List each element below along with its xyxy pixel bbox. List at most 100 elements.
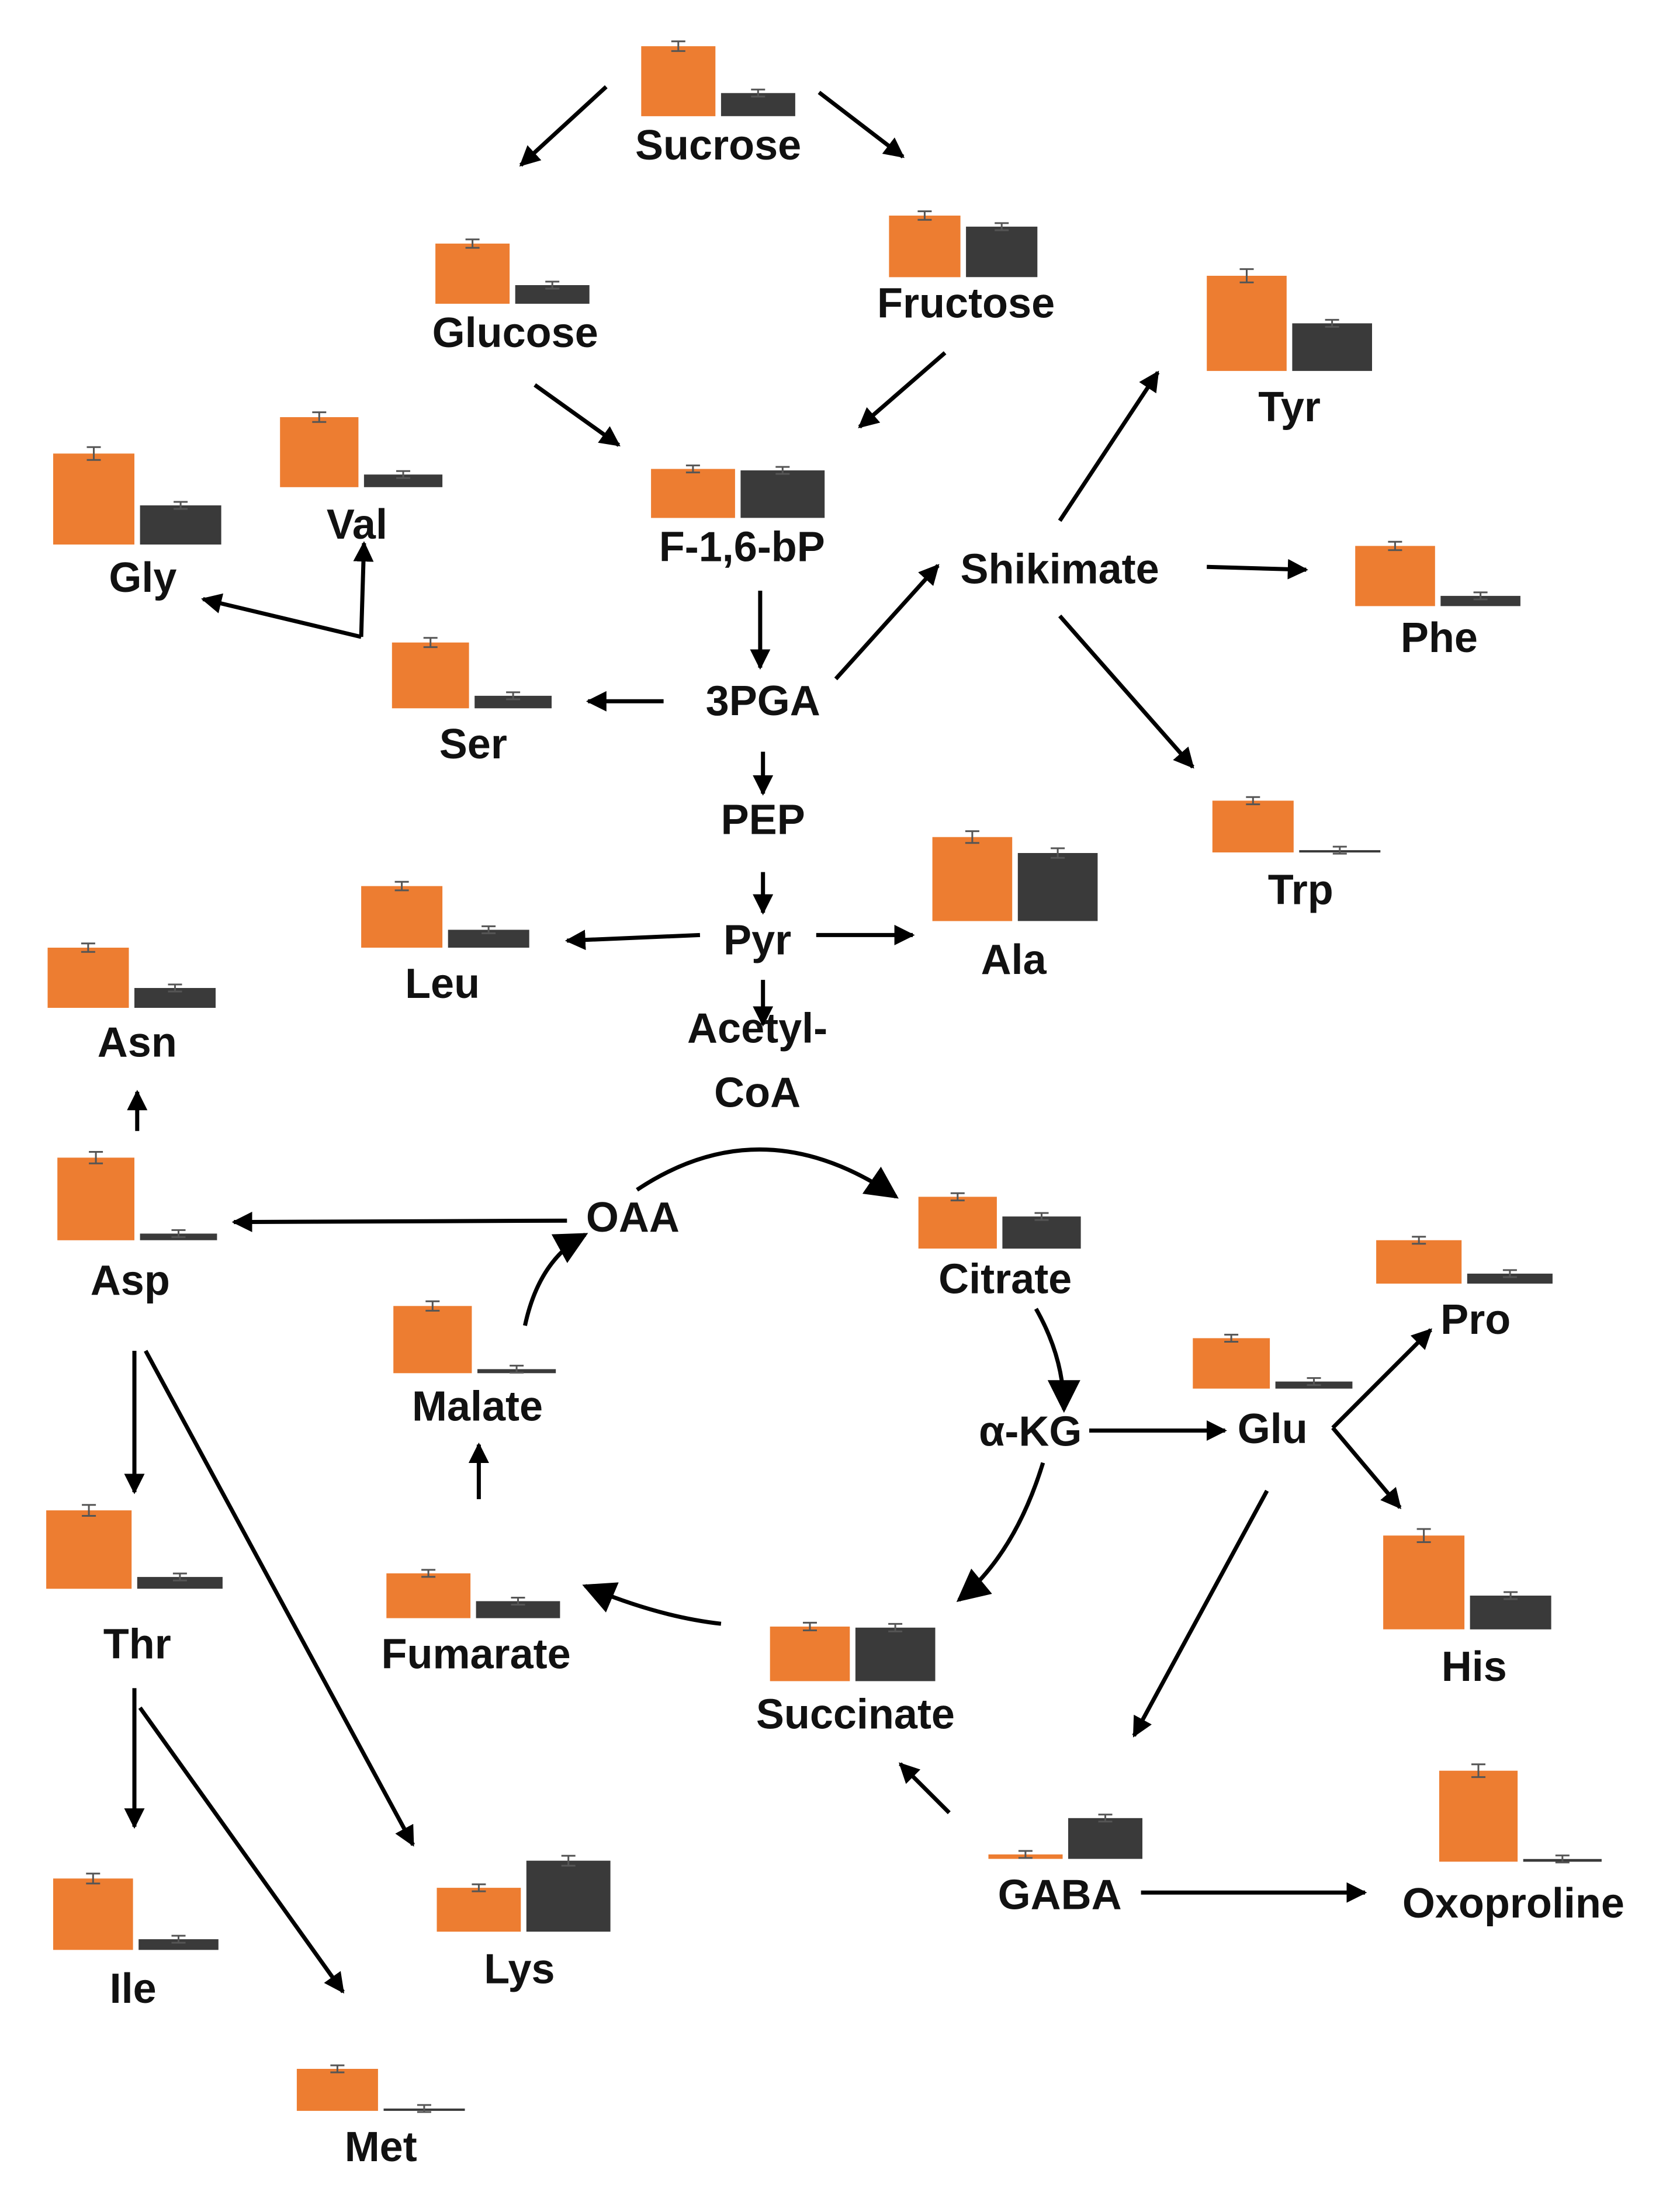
edge-oaa-to-asp [231, 1211, 567, 1232]
error-bar-fumarate-series-1 [421, 1569, 436, 1578]
node-label-pep: PEP [721, 797, 805, 844]
bar-phe-series-1 [1355, 546, 1435, 606]
edge-ser-to-gly [200, 593, 362, 639]
bar-thr-series-2 [137, 1577, 223, 1589]
error-bar-oxoproline-series-1 [1471, 1763, 1485, 1778]
error-bar-asn-series-1 [81, 942, 95, 953]
error-bar-sucrose-series-2 [751, 88, 765, 98]
error-bar-his-series-1 [1416, 1528, 1431, 1543]
error-bar-his-series-2 [1504, 1591, 1518, 1600]
edge-akg-to-succinate [956, 1462, 1045, 1602]
bar-his-series-2 [1470, 1596, 1551, 1629]
bar-sucrose-series-1 [641, 46, 716, 116]
error-bar-val-series-1 [312, 411, 327, 423]
error-bar-trp-series-1 [1246, 796, 1260, 806]
error-bar-glucose-series-2 [545, 280, 560, 290]
error-bar-glu-series-2 [1307, 1377, 1321, 1386]
error-bar-tyr-series-1 [1239, 268, 1254, 283]
bar-ile-series-2 [138, 1939, 219, 1950]
node-label-gaba: GABA [998, 1872, 1122, 1919]
edge-sucrose-to-glucose [519, 85, 608, 167]
edge-glu-to-pro [1331, 1328, 1432, 1430]
error-bar-f16bp-series-1 [685, 464, 700, 474]
bar-val-series-2 [363, 474, 443, 487]
bar-trp-series-1 [1212, 800, 1294, 852]
bar-fructose-series-1 [889, 216, 961, 278]
node-label-ser: Ser [439, 721, 507, 768]
error-bar-pro-series-1 [1412, 1236, 1426, 1245]
bar-ala-series-2 [1017, 853, 1098, 921]
edge-glu-to-his [1331, 1426, 1402, 1509]
error-bar-glucose-series-1 [465, 238, 480, 249]
edge-sucrose-to-fructose [818, 91, 905, 159]
bar-tyr-series-1 [1207, 276, 1287, 371]
node-label-asp: Asp [91, 1257, 170, 1304]
error-bar-ser-series-1 [423, 637, 438, 649]
node-label-gly: Gly [109, 554, 176, 601]
edge-shikimate-to-phe [1207, 559, 1308, 580]
bar-f16bp-series-1 [651, 469, 735, 518]
bar-asn-series-1 [47, 948, 129, 1008]
edge-thr-to-met [138, 1706, 345, 1994]
node-label-ala: Ala [981, 937, 1047, 983]
node-label-asn: Asn [98, 1020, 177, 1066]
error-bar-gly-series-1 [86, 446, 101, 461]
error-bar-malate-series-1 [425, 1300, 440, 1312]
node-label-his: His [1442, 1644, 1507, 1690]
edge-fructose-to-f16bp [858, 351, 947, 429]
error-bar-ser-series-2 [506, 691, 521, 701]
bar-lys-series-2 [526, 1860, 611, 1932]
error-bar-tyr-series-2 [1325, 318, 1339, 328]
node-label-acetylcoa: Acetyl-CoA [687, 1006, 827, 1117]
error-bar-succinate-series-1 [803, 1621, 817, 1631]
error-bar-citrate-series-1 [950, 1192, 965, 1202]
bar-malate-series-1 [393, 1306, 472, 1374]
bar-ile-series-1 [53, 1878, 133, 1950]
node-label-thr: Thr [103, 1621, 171, 1668]
node-label-tyr: Tyr [1258, 384, 1321, 431]
node-label-val: Val [327, 501, 387, 548]
bar-ala-series-1 [932, 837, 1013, 921]
bar-citrate-series-1 [918, 1197, 997, 1249]
edge-glucose-to-f16bp [534, 383, 621, 447]
node-label-fructose: Fructose [877, 280, 1055, 327]
bar-gaba-series-2 [1068, 1818, 1142, 1859]
error-bar-fructose-series-2 [995, 222, 1009, 231]
error-bar-fructose-series-1 [917, 210, 932, 221]
node-label-oaa: OAA [586, 1194, 680, 1241]
bar-his-series-1 [1383, 1535, 1465, 1629]
node-label-pro: Pro [1440, 1296, 1511, 1343]
error-bar-lys-series-1 [472, 1883, 486, 1892]
error-bar-fumarate-series-2 [511, 1597, 525, 1606]
bar-pro-series-2 [1467, 1273, 1553, 1284]
node-label-succinate: Succinate [756, 1691, 955, 1738]
edge-shikimate-to-tyr [1058, 370, 1160, 522]
error-bar-phe-series-1 [1388, 540, 1402, 552]
error-bar-gaba-series-2 [1098, 1814, 1113, 1823]
bar-succinate-series-2 [855, 1627, 936, 1681]
error-bar-lys-series-2 [561, 1854, 576, 1867]
bar-thr-series-1 [46, 1510, 132, 1589]
node-label-trp: Trp [1268, 866, 1333, 913]
bar-citrate-series-2 [1002, 1216, 1081, 1249]
error-bar-f16bp-series-2 [775, 466, 790, 475]
node-label-malate: Malate [412, 1383, 543, 1430]
node-label-glu: Glu [1238, 1406, 1308, 1452]
error-bar-malate-series-2 [510, 1364, 524, 1374]
edges-layer [124, 85, 1432, 1994]
node-label-pyr: Pyr [723, 917, 791, 964]
edge-acetylcoa-to-citrate [636, 1147, 899, 1199]
error-bar-ala-series-2 [1051, 847, 1065, 859]
node-label-akg: α-KG [979, 1409, 1082, 1455]
error-bar-met-series-1 [330, 2064, 345, 2074]
labels-layer: SucroseGlucoseFructoseF-1,6-bP3PGAPEPPyr… [91, 122, 1624, 2171]
error-bar-phe-series-2 [1473, 591, 1488, 601]
error-bar-glu-series-1 [1224, 1333, 1239, 1343]
node-label-met: Met [345, 2124, 417, 2171]
error-bar-trp-series-2 [1332, 845, 1347, 855]
error-bar-thr-series-1 [82, 1504, 96, 1517]
bar-gly-series-1 [53, 453, 134, 545]
edge-glu-to-gaba [1132, 1489, 1269, 1738]
bar-val-series-1 [280, 417, 359, 487]
